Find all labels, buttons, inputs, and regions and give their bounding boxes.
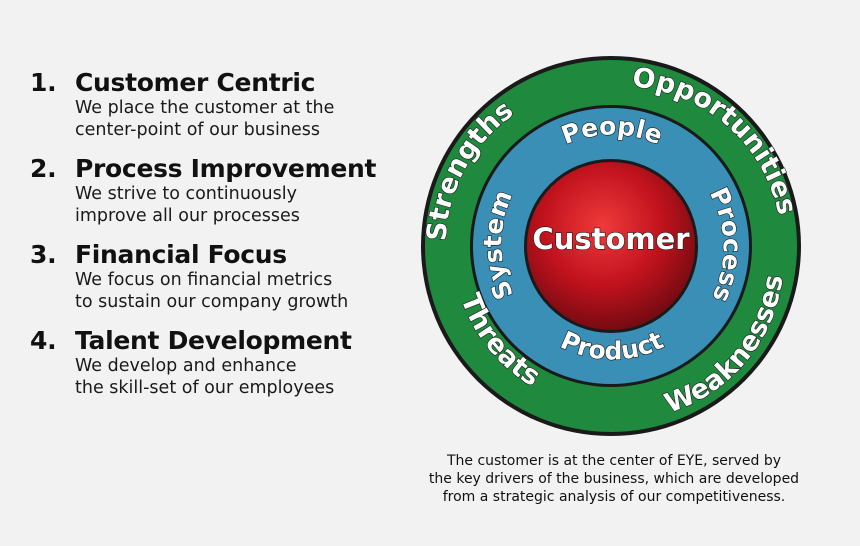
item-number: 4.: [30, 326, 57, 355]
item-title: Talent Development: [75, 326, 352, 355]
item-number: 3.: [30, 240, 57, 269]
item-description: We place the customer at the center-poin…: [75, 97, 430, 141]
item-title: Financial Focus: [75, 240, 287, 269]
driver-label-product: Product: [556, 325, 667, 365]
center-label: Customer: [532, 222, 690, 256]
list-item: 2. Process Improvement We strive to cont…: [30, 154, 430, 227]
description-line: We strive to continuously: [75, 184, 297, 204]
description-line: the skill-set of our employees: [75, 378, 335, 398]
item-description: We strive to continuously improve all ou…: [75, 183, 430, 227]
eye-diagram: Customer Strengths Opportunities Weaknes…: [421, 56, 803, 436]
item-heading: 1. Customer Centric: [30, 68, 430, 97]
item-title: Customer Centric: [75, 68, 316, 97]
description-line: We develop and enhance: [75, 356, 297, 376]
caption-line: the key drivers of the business, which a…: [428, 471, 800, 487]
customer-circle: [527, 162, 695, 330]
item-heading: 2. Process Improvement: [30, 154, 430, 183]
caption-line: The customer is at the center of EYE, se…: [446, 453, 782, 469]
item-description: We focus on financial metrics to sustain…: [75, 269, 430, 313]
description-line: We focus on financial metrics: [75, 270, 333, 290]
list-item: 4. Talent Development We develop and enh…: [30, 326, 430, 399]
list-item: 3. Financial Focus We focus on financial…: [30, 240, 430, 313]
description-line: to sustain our company growth: [75, 292, 349, 312]
description-line: center-point of our business: [75, 120, 320, 140]
item-heading: 4. Talent Development: [30, 326, 430, 355]
diagram-caption: The customer is at the center of EYE, se…: [424, 452, 804, 506]
caption-line: from a strategic analysis of our competi…: [442, 489, 786, 505]
item-number: 2.: [30, 154, 57, 183]
description-line: We place the customer at the: [75, 98, 335, 118]
item-number: 1.: [30, 68, 57, 97]
list-item: 1. Customer Centric We place the custome…: [30, 68, 430, 141]
principles-list: 1. Customer Centric We place the custome…: [30, 68, 430, 412]
description-line: improve all our processes: [75, 206, 300, 226]
item-heading: 3. Financial Focus: [30, 240, 430, 269]
item-title: Process Improvement: [75, 154, 377, 183]
item-description: We develop and enhance the skill-set of …: [75, 355, 430, 399]
